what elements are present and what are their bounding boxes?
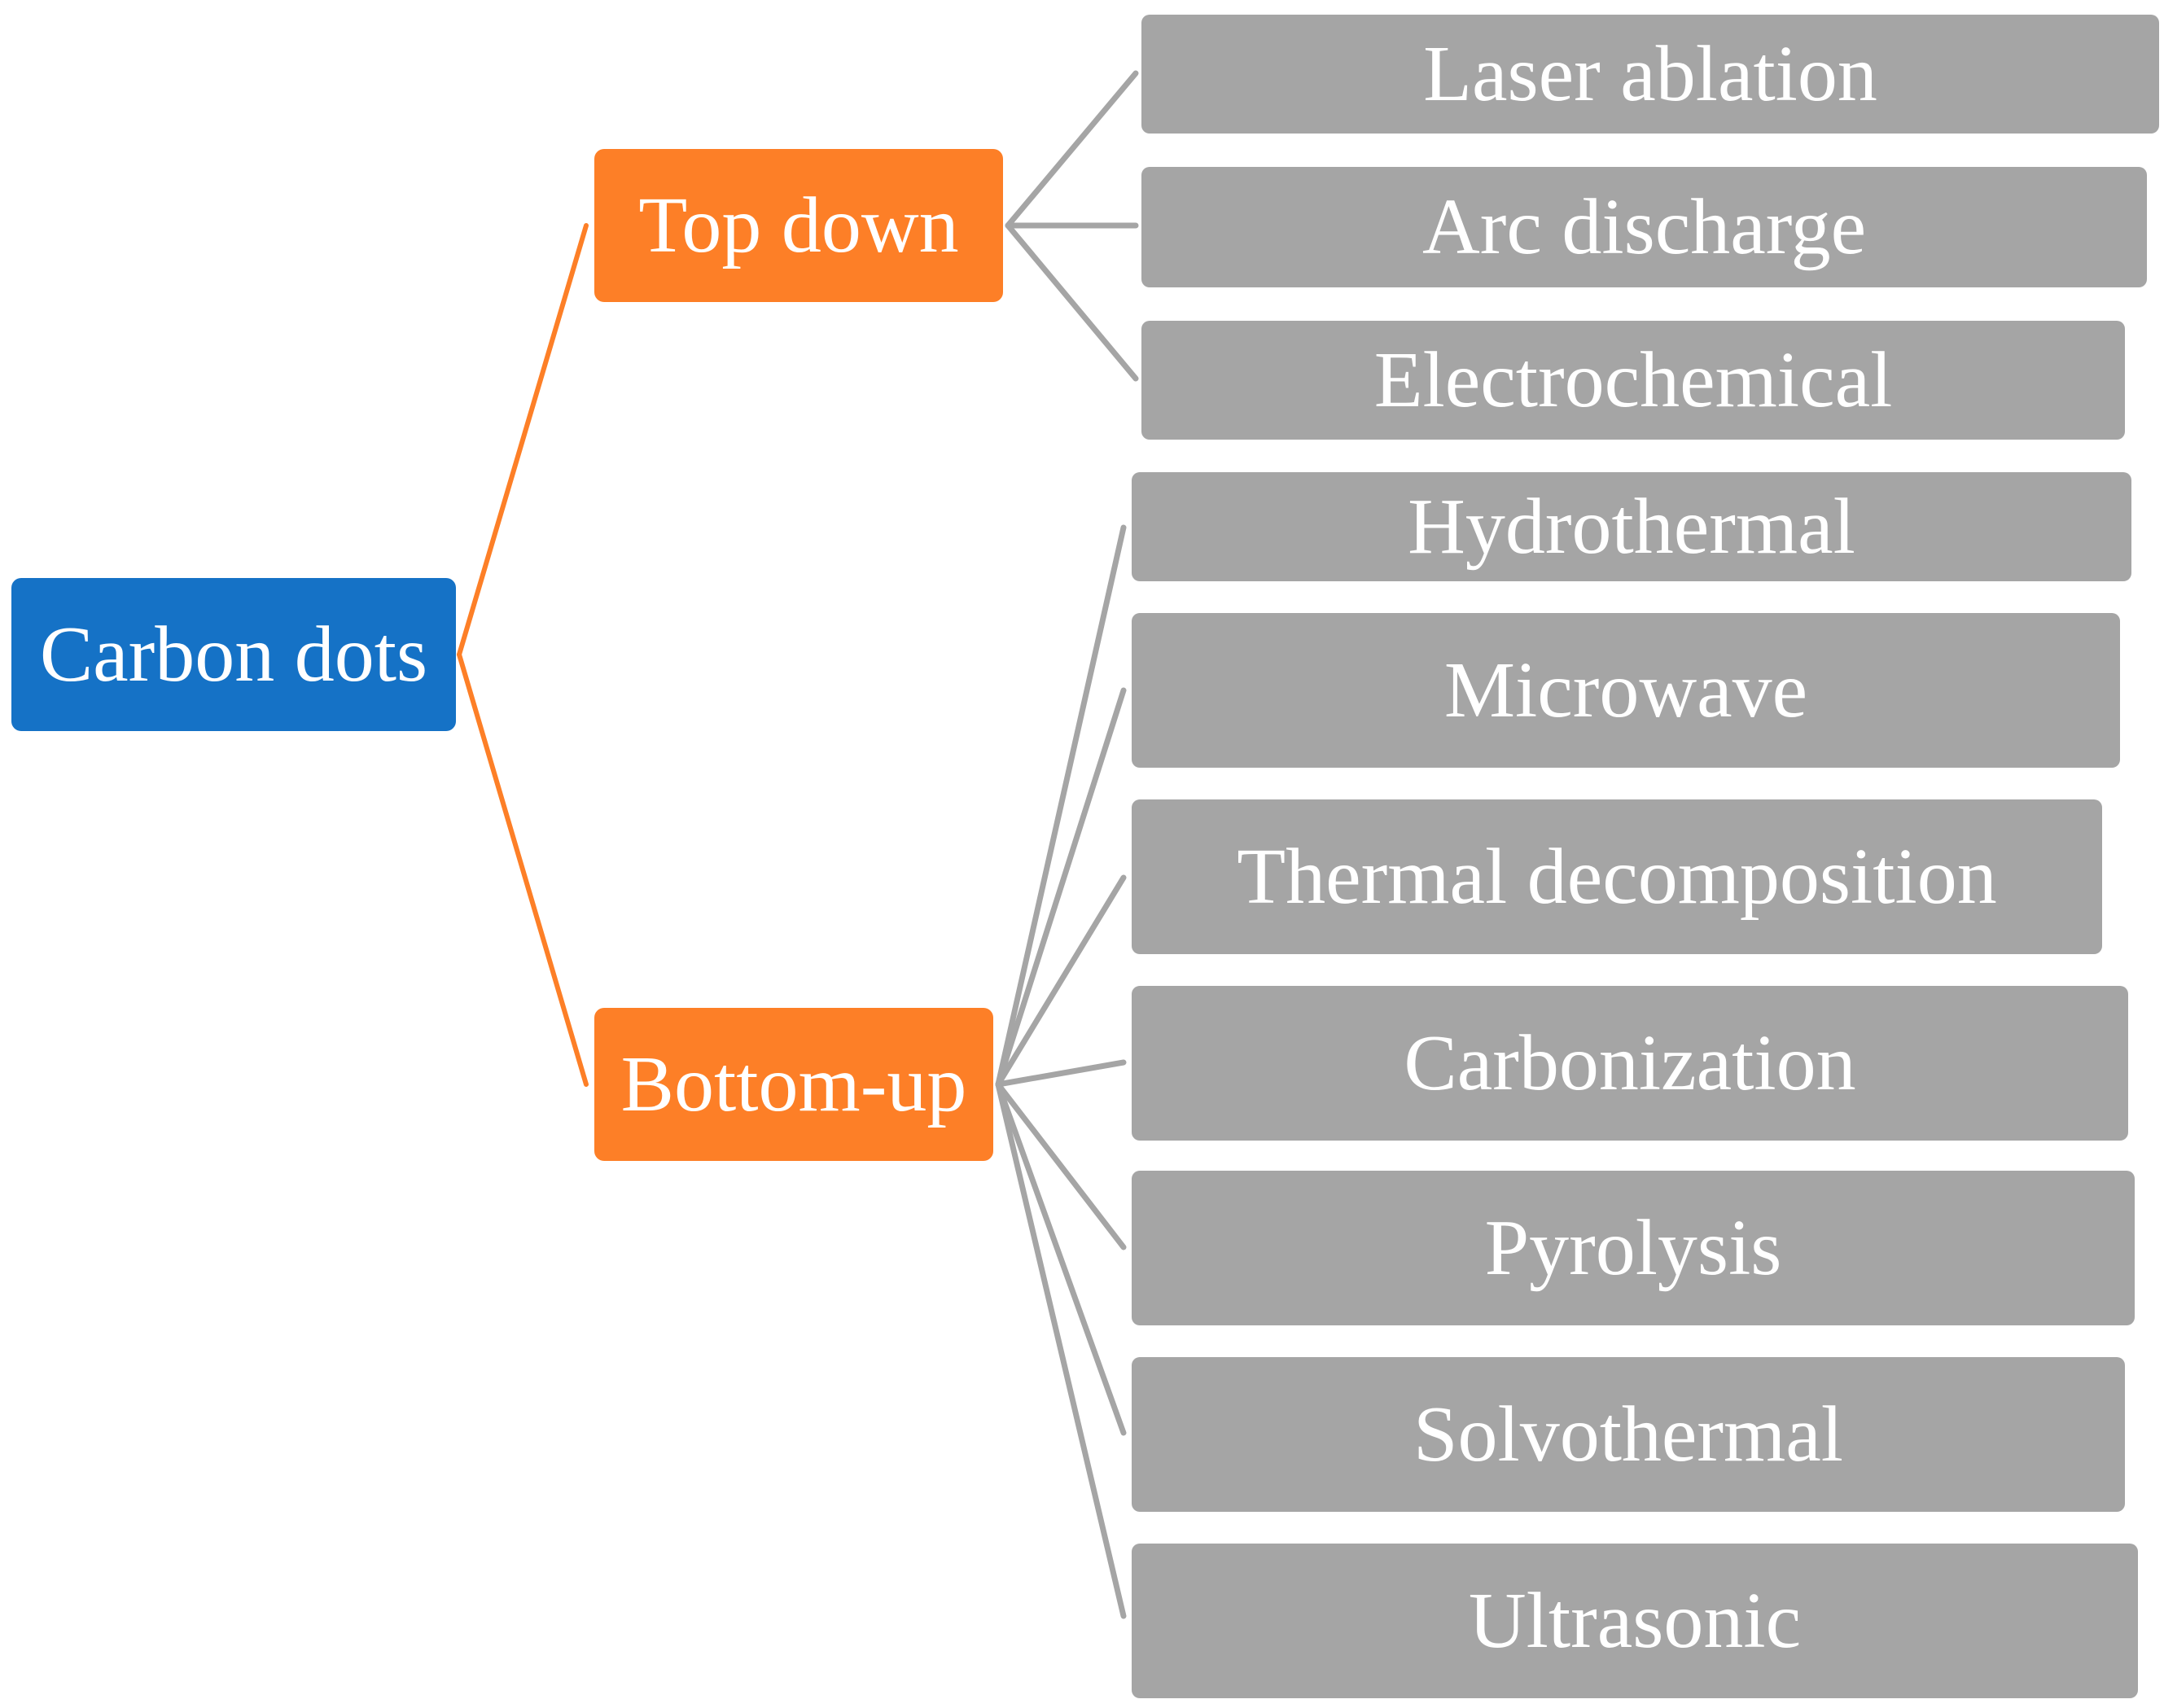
connector-top-down-to-electrochemical — [1005, 222, 1139, 382]
pyrolysis-label: Pyrolysis — [1484, 1204, 1782, 1292]
arc-discharge-label: Arc discharge — [1421, 183, 1867, 271]
carbonization-node: Carbonization — [1132, 986, 2128, 1141]
thermal-decomposition-label: Thermal decomposition — [1237, 833, 1997, 921]
connector-root-to-bottom-up — [457, 652, 589, 1087]
bottom-up-label: Bottom-up — [620, 1040, 967, 1128]
hydrothermal-node: Hydrothermal — [1132, 472, 2131, 581]
root-connectors — [457, 223, 589, 1087]
connector-bottom-up-to-ultrasonic — [995, 1081, 1127, 1619]
solvothermal-label: Solvothermal — [1413, 1390, 1844, 1478]
connector-bottom-up-to-pyrolysis — [995, 1081, 1127, 1250]
electrochemical-label: Electrochemical — [1373, 336, 1893, 424]
microwave-label: Microwave — [1443, 646, 1808, 734]
connector-top-down-to-laser-ablation — [1005, 70, 1139, 229]
laser-ablation-label: Laser ablation — [1423, 30, 1877, 118]
bottom-up-connectors — [995, 524, 1127, 1619]
microwave-node: Microwave — [1132, 613, 2120, 768]
top-down-label: Top down — [638, 182, 959, 269]
solvothermal-node: Solvothermal — [1132, 1357, 2125, 1512]
carbonization-label: Carbonization — [1404, 1019, 1856, 1107]
bottom-up-node: Bottom-up — [594, 1008, 993, 1161]
hydrothermal-label: Hydrothermal — [1408, 483, 1855, 571]
carbon-dots-label: Carbon dots — [39, 611, 428, 699]
connector-bottom-up-to-hydrothermal — [995, 524, 1127, 1088]
arc-discharge-node: Arc discharge — [1141, 167, 2147, 287]
laser-ablation-node: Laser ablation — [1141, 15, 2159, 134]
connector-bottom-up-to-solvothermal — [995, 1081, 1127, 1436]
connector-bottom-up-to-carbonization — [995, 1059, 1127, 1088]
connector-bottom-up-to-microwave — [995, 687, 1127, 1088]
top-down-node: Top down — [594, 149, 1003, 302]
electrochemical-node: Electrochemical — [1141, 321, 2125, 440]
ultrasonic-label: Ultrasonic — [1468, 1577, 1802, 1665]
pyrolysis-node: Pyrolysis — [1132, 1171, 2135, 1325]
ultrasonic-node: Ultrasonic — [1132, 1544, 2138, 1698]
connector-bottom-up-to-thermal-decomposition — [995, 874, 1127, 1088]
connector-root-to-top-down — [457, 223, 589, 657]
carbon-dots-node: Carbon dots — [11, 578, 456, 731]
top-down-connectors — [1005, 70, 1139, 382]
thermal-decomposition-node: Thermal decomposition — [1132, 799, 2102, 954]
